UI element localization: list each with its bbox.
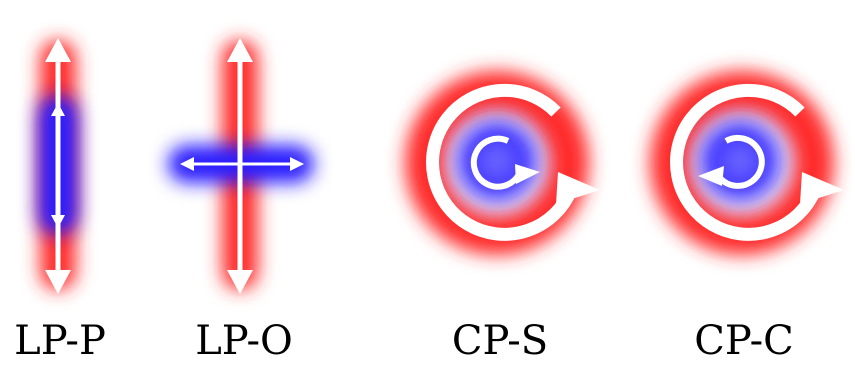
- lp-o-panel: [168, 38, 314, 294]
- cp-c-label: CP-C: [694, 318, 793, 364]
- cp-c-panel: [670, 90, 844, 235]
- lp-p-panel: [38, 38, 78, 294]
- cp-s-label: CP-S: [452, 318, 548, 364]
- lp-o-label: LP-O: [195, 318, 293, 364]
- cp-s-panel: [425, 90, 600, 235]
- lp-p-label: LP-P: [14, 318, 106, 364]
